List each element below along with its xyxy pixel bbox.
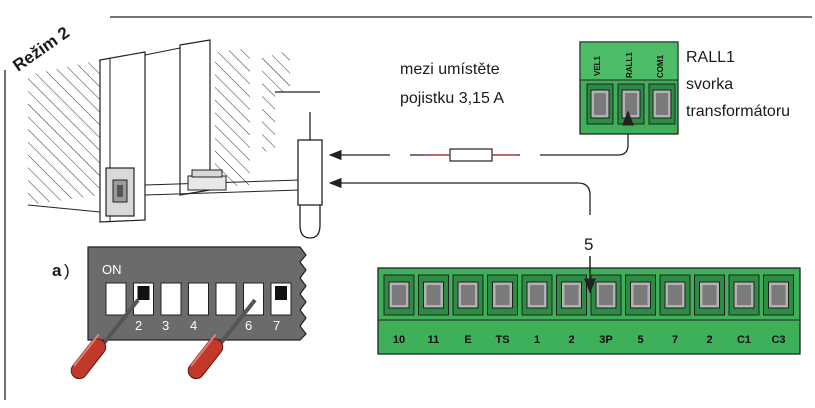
screwdriver-left [70,298,140,380]
transformer-note-line1: RALL1 [686,49,735,66]
terminal-label: 11 [428,334,440,346]
terminal-rall1: RALL1 [625,52,634,78]
main-terminal-cell: 10 [383,274,415,346]
dip-switch-panel: a ) ON 2 3 4 6 7 [52,246,307,341]
terminal-com1: COM1 [656,54,665,78]
main-terminal-block: 10 11 E TS 1 2 3P 5 7 2 C1 C3 5 [377,235,801,355]
dip-number-3: 3 [162,318,169,333]
dip-switch [133,282,154,316]
main-terminal-cell: 11 [418,274,449,346]
mode-label: Režim 2 [9,23,73,75]
transformer-terminal-block: VEL1 RALL1 COM1 [579,41,679,135]
svg-text:): ) [64,261,70,280]
hinge-plate [187,175,227,191]
terminal-label: TS [495,334,509,346]
transformer-terminal-screw [586,83,614,125]
main-terminal-cell: 2 [694,274,725,346]
dip-switch [215,282,237,316]
terminal-label: E [464,334,471,346]
panel-label: a [52,261,62,280]
main-terminal-cell: TS [487,274,518,346]
main-terminal-cell: C3 [763,274,794,346]
main-terminal-cell: 2 [556,274,587,346]
dip-switch [188,282,209,316]
terminal-label: 2 [568,334,574,346]
transformer-note: RALL1 svorka transformátoru [686,49,790,120]
main-terminal-cell: 1 [521,274,553,346]
main-terminal-cell: E [452,274,484,346]
dip-number-2: 2 [135,318,142,333]
terminal-label: 3P [599,334,612,346]
lock-box [105,167,135,217]
terminal5-wire [328,177,591,215]
main-terminal-cell: 7 [659,274,691,346]
fuse [449,148,493,162]
dip-switch [270,282,292,316]
main-terminal-cell: 3P [590,274,622,346]
terminal-label: 2 [706,334,712,346]
terminal-label: 5 [637,334,643,346]
terminal-vel1: VEL1 [593,55,602,76]
dip-on-label: ON [102,262,122,277]
transformer-terminal-screw [648,83,676,125]
terminal-label: 7 [672,334,678,346]
terminal-label: 1 [534,334,540,346]
fuse-note: mezi umístěte pojistku 3,15 A [400,61,504,107]
terminal-label: C3 [771,334,785,346]
fuse-note-line1: mezi umístěte [400,61,500,78]
terminal-label: 10 [393,334,405,346]
transformer-terminal-screw [617,83,645,125]
dip-number-4: 4 [190,318,197,333]
screwdriver-right [187,298,257,380]
main-terminal-cell: 5 [625,274,656,346]
dip-number-6: 6 [245,318,252,333]
transformer-note-line2: svorka [686,76,733,93]
dip-number-7: 7 [273,318,280,333]
gate-illustration [27,39,323,239]
main-terminal-cell: C1 [728,274,760,346]
fuse-wire [328,122,629,162]
terminal-callout: 5 [584,235,593,254]
dip-switch [105,282,127,316]
fuse-note-line2: pojistku 3,15 A [400,90,504,107]
transformer-note-line3: transformátoru [686,103,790,120]
electric-lock [297,112,323,239]
terminal-label: C1 [737,334,751,346]
dip-switch [160,282,182,316]
